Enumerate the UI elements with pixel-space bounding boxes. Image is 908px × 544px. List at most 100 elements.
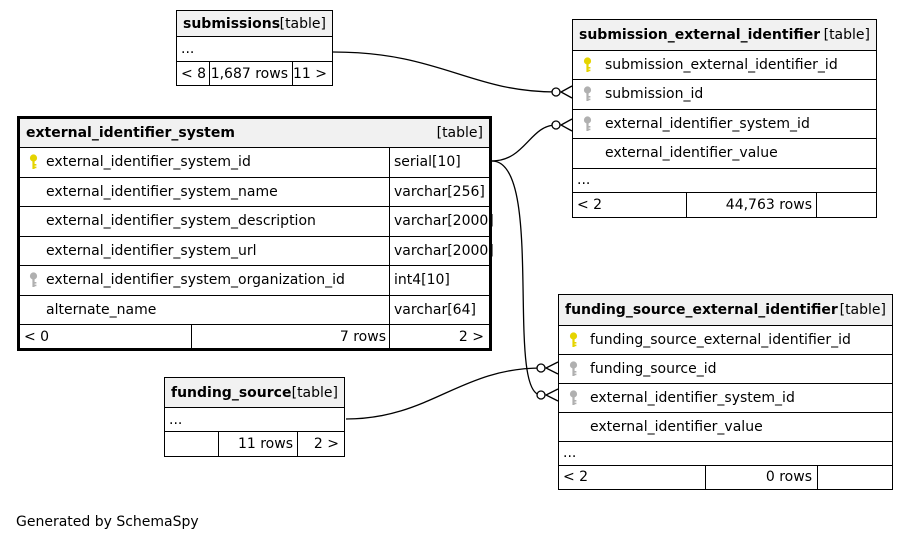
- edge-eis-to-funding-source-external-identifier: [491, 160, 542, 396]
- column-name: external_identifier_system_id: [46, 154, 251, 171]
- row-count: 44,763 rows: [725, 196, 812, 213]
- column-name: submission_id: [605, 86, 704, 103]
- column-name: funding_source_external_identifier_id: [590, 331, 851, 348]
- column-row: external_identifier_value: [559, 411, 892, 441]
- column-type: varchar[2000]: [394, 213, 494, 230]
- children-count: 2 >: [458, 328, 484, 345]
- foreign-key-icon: [29, 272, 38, 288]
- ellipsis-row: ...: [573, 167, 876, 192]
- table-type-tag: [table]: [291, 384, 338, 401]
- edge-end-marker: [551, 120, 561, 130]
- table-name: funding_source: [171, 384, 292, 401]
- edge-end-marker: [536, 363, 546, 373]
- table-name: submission_external_identifier: [579, 26, 821, 43]
- crow-foot: [559, 85, 573, 99]
- column-row: funding_source_external_identifier_id: [559, 324, 892, 354]
- table-submissions[interactable]: submissions [table] ... < 8 1,687 rows 1…: [176, 10, 333, 86]
- crow-foot: [544, 388, 559, 402]
- table-external-identifier-system[interactable]: external_identifier_system [table] exter…: [17, 116, 494, 351]
- table-type-tag: [table]: [436, 125, 483, 141]
- column-name: external_identifier_system_name: [46, 183, 278, 200]
- row-count: 11 rows: [237, 436, 293, 452]
- column-row: submission_id: [573, 79, 876, 109]
- column-row: submission_external_identifier_id: [573, 49, 876, 80]
- column-row: external_identifier_system_id: [573, 108, 876, 139]
- foreign-key-icon: [583, 86, 592, 102]
- foreign-key-icon: [569, 389, 578, 406]
- crow-foot: [544, 361, 559, 375]
- foreign-key-icon: [583, 116, 592, 132]
- table-header: submissions [table]: [177, 11, 332, 36]
- column-name: external_identifier_system_description: [46, 213, 316, 230]
- primary-key-icon: [583, 57, 592, 73]
- edge-end-marker: [536, 390, 546, 400]
- table-funding-source-external-identifier[interactable]: funding_source_external_identifier [tabl…: [558, 294, 893, 490]
- primary-key-icon: [29, 154, 38, 170]
- ellipsis: ...: [577, 172, 591, 188]
- table-footer: 11 rows 2 >: [165, 431, 344, 456]
- column-row: external_identifier_system_organization_…: [20, 265, 489, 295]
- edge-submissions-to-submission-external-identifier: [332, 51, 557, 93]
- column-name: alternate_name: [46, 301, 157, 318]
- table-funding-source[interactable]: funding_source [table] ... 11 rows 2 >: [164, 377, 345, 457]
- table-footer: < 2 0 rows: [559, 464, 892, 489]
- crow-foot: [559, 118, 573, 132]
- parents-count: < 2: [563, 469, 589, 485]
- table-type-tag: [table]: [839, 301, 886, 318]
- parents-count: < 0: [24, 328, 50, 345]
- column-row: external_identifier_value: [573, 138, 876, 168]
- children-count: 11 >: [293, 65, 327, 82]
- edge-eis-to-submission-external-identifier: [491, 124, 557, 162]
- table-name: external_identifier_system: [26, 125, 235, 141]
- table-submission-external-identifier[interactable]: submission_external_identifier [table] s…: [572, 19, 877, 218]
- table-name: submissions: [183, 15, 281, 32]
- column-type: varchar[64]: [394, 301, 476, 318]
- column-name: external_identifier_system_organization_…: [46, 272, 345, 289]
- column-row: external_identifier_system_id serial[10]: [20, 147, 489, 177]
- parents-count: < 8: [181, 65, 207, 82]
- table-type-tag: [table]: [823, 26, 870, 43]
- column-name: external_identifier_system_id: [590, 389, 795, 406]
- table-footer: < 2 44,763 rows: [573, 191, 876, 217]
- column-row: funding_source_id: [559, 353, 892, 383]
- ellipsis: ...: [169, 411, 183, 428]
- column-name: submission_external_identifier_id: [605, 56, 838, 73]
- column-name: external_identifier_system_id: [605, 115, 810, 132]
- ellipsis: ...: [563, 445, 577, 461]
- column-type: varchar[2000]: [394, 242, 494, 259]
- row-count: 1,687 rows: [210, 65, 288, 82]
- edge-end-marker: [551, 87, 561, 97]
- column-name: external_identifier_value: [605, 145, 778, 162]
- ellipsis-row: ...: [177, 36, 332, 61]
- column-type: serial[10]: [394, 154, 461, 171]
- primary-key-icon: [569, 331, 578, 348]
- children-count: 2 >: [313, 436, 339, 452]
- table-header: external_identifier_system [table]: [20, 119, 489, 147]
- row-count: 0 rows: [765, 469, 812, 485]
- table-name: funding_source_external_identifier: [565, 301, 838, 318]
- parents-count: < 2: [577, 196, 603, 213]
- table-type-tag: [table]: [279, 15, 326, 32]
- column-row: external_identifier_system_id: [559, 382, 892, 412]
- table-footer: < 0 7 rows 2 >: [20, 324, 489, 348]
- table-header: submission_external_identifier [table]: [573, 20, 876, 50]
- ellipsis-row: ...: [559, 440, 892, 465]
- column-row: external_identifier_system_name varchar[…: [20, 176, 489, 206]
- table-header: funding_source [table]: [165, 378, 344, 407]
- foreign-key-icon: [569, 360, 578, 377]
- row-count: 7 rows: [339, 328, 386, 345]
- generated-by-footer: Generated by SchemaSpy: [16, 514, 199, 530]
- column-name: external_identifier_value: [590, 418, 763, 435]
- ellipsis-row: ...: [165, 407, 344, 431]
- table-footer: < 8 1,687 rows 11 >: [177, 61, 332, 85]
- column-type: int4[10]: [394, 272, 450, 289]
- edge-funding-source-to-funding-source-external-identifier: [345, 367, 542, 420]
- column-row: alternate_name varchar[64]: [20, 294, 489, 324]
- ellipsis: ...: [181, 41, 195, 57]
- column-name: external_identifier_system_url: [46, 242, 257, 259]
- column-name: funding_source_id: [590, 360, 717, 377]
- column-row: external_identifier_system_description v…: [20, 206, 494, 236]
- table-header: funding_source_external_identifier [tabl…: [559, 295, 892, 325]
- column-type: varchar[256]: [394, 183, 485, 200]
